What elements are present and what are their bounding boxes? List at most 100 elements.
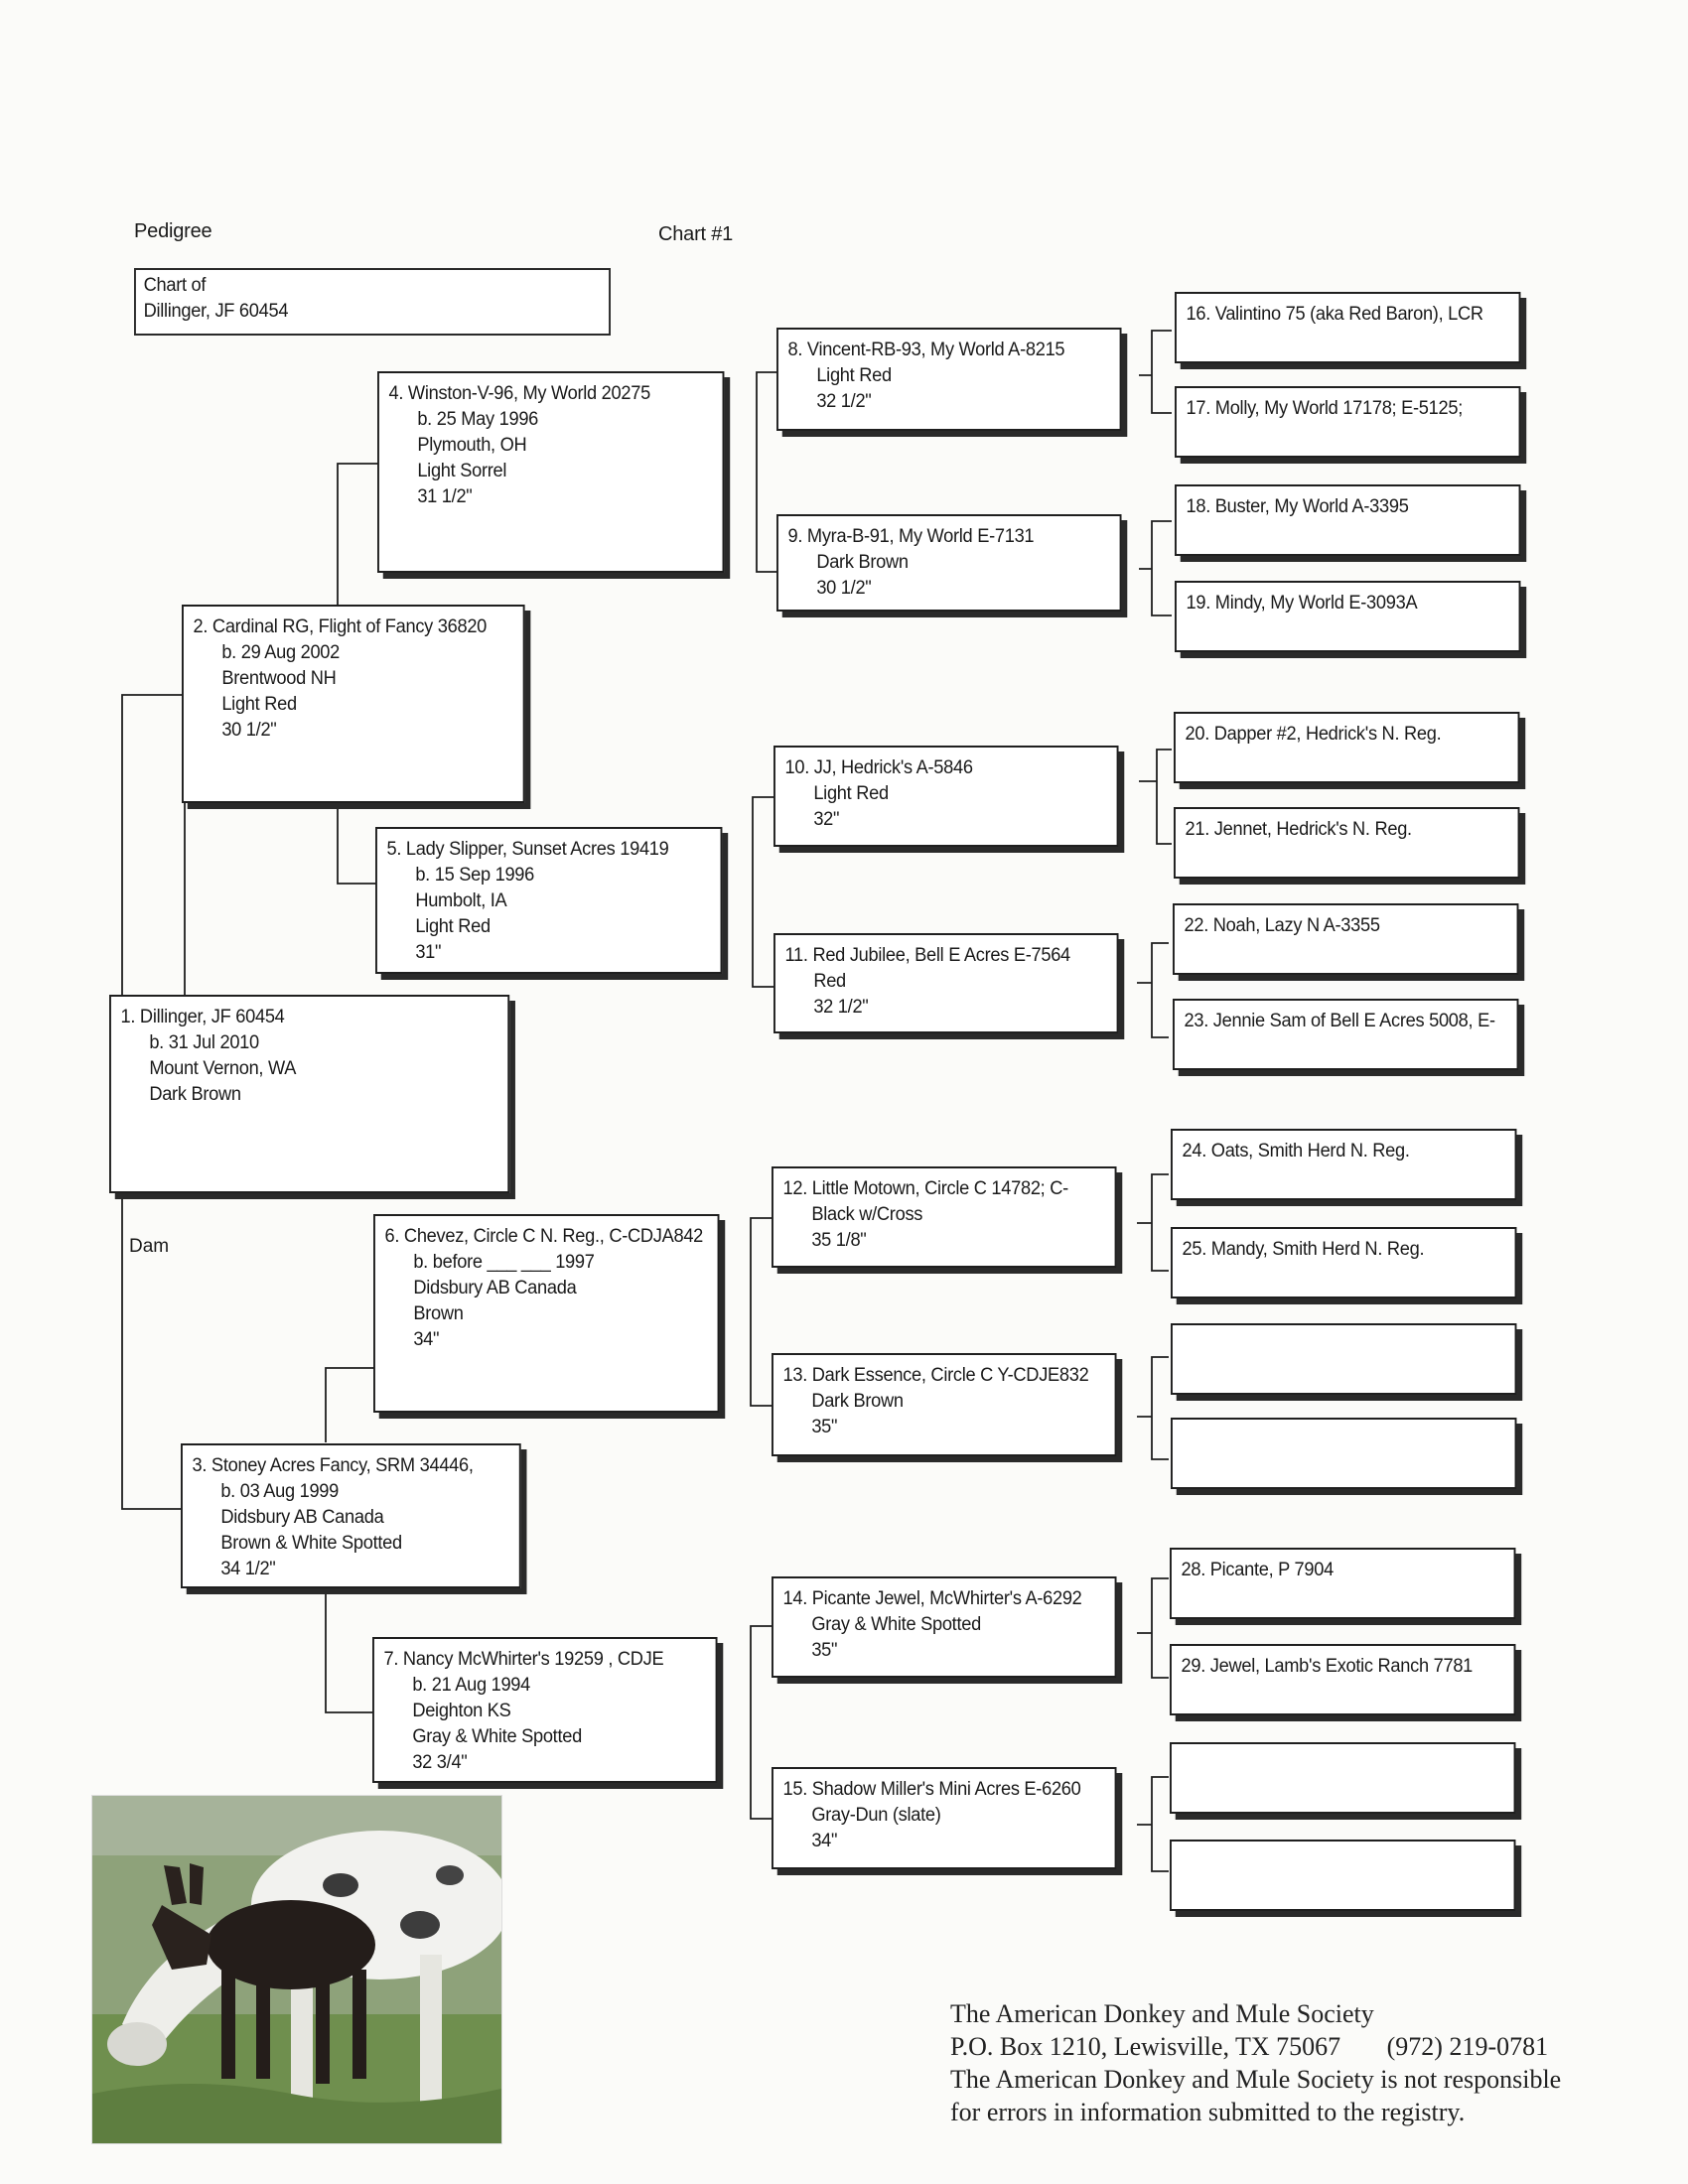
chart-of-label: Chart of xyxy=(143,275,207,296)
animal-18-box: 18. Buster, My World A-3395 xyxy=(1175,484,1521,556)
animal-15-name: 15. Shadow Miller's Mini Acres E-6260 xyxy=(782,1779,1081,1800)
animal-22-box: 22. Noah, Lazy N A-3355 xyxy=(1173,903,1519,975)
animal-16-box: 16. Valintino 75 (aka Red Baron), LCR xyxy=(1175,292,1521,363)
animal-23-box: 23. Jennie Sam of Bell E Acres 5008, E- xyxy=(1173,999,1519,1070)
animal-6-name: 6. Chevez, Circle C N. Reg., C-CDJA842 xyxy=(384,1226,704,1247)
animal-6-height: 34" xyxy=(413,1329,440,1350)
animal-5-color: Light Red xyxy=(415,916,491,937)
animal-11-name: 11. Red Jubilee, Bell E Acres E-7564 xyxy=(784,945,1071,966)
animal-21-name: 21. Jennet, Hedrick's N. Reg. xyxy=(1185,819,1413,840)
footer-disclaimer-2: for errors in information submitted to t… xyxy=(950,2098,1466,2126)
animal-7-box: 7. Nancy McWhirter's 19259 , CDJE b. 21 … xyxy=(372,1637,718,1783)
animal-1-birth: b. 31 Jul 2010 xyxy=(149,1032,259,1053)
animal-15-height: 34" xyxy=(811,1831,838,1851)
animal-9-name: 9. Myra-B-91, My World E-7131 xyxy=(787,526,1035,547)
animal-12-color: Black w/Cross xyxy=(811,1204,923,1225)
animal-11-color: Red xyxy=(813,971,846,992)
animal-18-name: 18. Buster, My World A-3395 xyxy=(1186,496,1409,517)
animal-2-name: 2. Cardinal RG, Flight of Fancy 36820 xyxy=(193,616,488,637)
animal-9-height: 30 1/2" xyxy=(816,578,872,599)
animal-1-name: 1. Dillinger, JF 60454 xyxy=(120,1007,285,1027)
footer-contact: P.O. Box 1210, Lewisville, TX 75067 (972… xyxy=(950,2030,1561,2063)
animal-4-height: 31 1/2" xyxy=(417,486,473,507)
footer-address: P.O. Box 1210, Lewisville, TX 75067 xyxy=(950,2032,1341,2061)
animal-4-color: Light Sorrel xyxy=(417,461,507,481)
animal-4-name: 4. Winston-V-96, My World 20275 xyxy=(388,383,651,404)
animal-23-name: 23. Jennie Sam of Bell E Acres 5008, E- xyxy=(1184,1011,1496,1031)
animal-1-box: 1. Dillinger, JF 60454 b. 31 Jul 2010 Mo… xyxy=(109,995,510,1193)
animal-17-name: 17. Molly, My World 17178; E-5125; xyxy=(1186,398,1464,419)
animal-7-color: Gray & White Spotted xyxy=(412,1726,582,1747)
animal-2-box: 2. Cardinal RG, Flight of Fancy 36820 b.… xyxy=(182,605,525,803)
animal-5-box: 5. Lady Slipper, Sunset Acres 19419 b. 1… xyxy=(375,827,723,974)
animal-24-box: 24. Oats, Smith Herd N. Reg. xyxy=(1171,1129,1517,1200)
chart-of-name: Dillinger, JF 60454 xyxy=(143,301,289,322)
footer-phone: (972) 219-0781 xyxy=(1386,2032,1549,2061)
animal-21-box: 21. Jennet, Hedrick's N. Reg. xyxy=(1174,807,1520,879)
animal-11-height: 32 1/2" xyxy=(813,997,869,1018)
animal-12-box: 12. Little Motown, Circle C 14782; C- Bl… xyxy=(772,1166,1117,1268)
animal-3-height: 34 1/2" xyxy=(220,1559,276,1579)
animal-26-box xyxy=(1171,1323,1517,1395)
animal-14-color: Gray & White Spotted xyxy=(811,1614,981,1635)
animal-28-name: 28. Picante, P 7904 xyxy=(1181,1560,1335,1580)
animal-29-box: 29. Jewel, Lamb's Exotic Ranch 7781 xyxy=(1170,1644,1516,1715)
footer: The American Donkey and Mule Society P.O… xyxy=(950,1997,1561,2128)
animal-3-color: Brown & White Spotted xyxy=(220,1533,402,1554)
animal-5-name: 5. Lady Slipper, Sunset Acres 19419 xyxy=(386,839,669,860)
animal-2-color: Light Red xyxy=(221,694,297,715)
animal-29-name: 29. Jewel, Lamb's Exotic Ranch 7781 xyxy=(1181,1656,1474,1677)
donkey-photo xyxy=(91,1795,502,2144)
animal-25-name: 25. Mandy, Smith Herd N. Reg. xyxy=(1182,1239,1425,1260)
animal-24-name: 24. Oats, Smith Herd N. Reg. xyxy=(1182,1141,1410,1161)
animal-2-place: Brentwood NH xyxy=(221,668,337,689)
animal-1-color: Dark Brown xyxy=(149,1084,241,1105)
dam-label: Dam xyxy=(129,1236,170,1257)
animal-19-name: 19. Mindy, My World E-3093A xyxy=(1186,593,1418,614)
animal-10-color: Light Red xyxy=(813,783,889,804)
animal-25-box: 25. Mandy, Smith Herd N. Reg. xyxy=(1171,1227,1517,1298)
animal-15-box: 15. Shadow Miller's Mini Acres E-6260 Gr… xyxy=(772,1767,1117,1869)
footer-org: The American Donkey and Mule Society xyxy=(950,1999,1374,2028)
animal-2-height: 30 1/2" xyxy=(221,720,277,741)
animal-5-place: Humbolt, IA xyxy=(415,890,507,911)
animal-6-color: Brown xyxy=(413,1303,464,1324)
animal-13-name: 13. Dark Essence, Circle C Y-CDJE832 xyxy=(782,1365,1089,1386)
animal-14-box: 14. Picante Jewel, McWhirter's A-6292 Gr… xyxy=(772,1576,1117,1678)
animal-4-box: 4. Winston-V-96, My World 20275 b. 25 Ma… xyxy=(377,371,725,573)
animal-7-birth: b. 21 Aug 1994 xyxy=(412,1675,531,1696)
animal-1-place: Mount Vernon, WA xyxy=(149,1058,297,1079)
animal-19-box: 19. Mindy, My World E-3093A xyxy=(1175,581,1521,652)
pedigree-label: Pedigree xyxy=(134,220,212,242)
animal-8-box: 8. Vincent-RB-93, My World A-8215 Light … xyxy=(776,328,1122,431)
animal-4-birth: b. 25 May 1996 xyxy=(417,409,539,430)
animal-7-height: 32 3/4" xyxy=(412,1752,468,1773)
animal-5-birth: b. 15 Sep 1996 xyxy=(415,865,535,886)
animal-7-place: Deighton KS xyxy=(412,1701,511,1721)
animal-13-height: 35" xyxy=(811,1417,838,1437)
animal-20-box: 20. Dapper #2, Hedrick's N. Reg. xyxy=(1174,712,1520,783)
animal-22-name: 22. Noah, Lazy N A-3355 xyxy=(1184,915,1380,936)
animal-20-name: 20. Dapper #2, Hedrick's N. Reg. xyxy=(1185,724,1442,745)
chart-of-box: Chart of Dillinger, JF 60454 xyxy=(134,268,611,336)
animal-14-height: 35" xyxy=(811,1640,838,1661)
animal-7-name: 7. Nancy McWhirter's 19259 , CDJE xyxy=(383,1649,664,1670)
animal-3-birth: b. 03 Aug 1999 xyxy=(220,1481,340,1502)
footer-disclaimer-1: The American Donkey and Mule Society is … xyxy=(950,2065,1562,2094)
animal-14-name: 14. Picante Jewel, McWhirter's A-6292 xyxy=(782,1588,1082,1609)
animal-16-name: 16. Valintino 75 (aka Red Baron), LCR xyxy=(1186,304,1484,325)
animal-28-box: 28. Picante, P 7904 xyxy=(1170,1548,1516,1619)
animal-13-color: Dark Brown xyxy=(811,1391,904,1412)
animal-3-name: 3. Stoney Acres Fancy, SRM 34446, xyxy=(192,1455,474,1476)
animal-12-height: 35 1/8" xyxy=(811,1230,867,1251)
chart-number: Chart #1 xyxy=(658,223,734,245)
animal-2-birth: b. 29 Aug 2002 xyxy=(221,642,341,663)
animal-10-height: 32" xyxy=(813,809,840,830)
animal-8-name: 8. Vincent-RB-93, My World A-8215 xyxy=(787,340,1065,360)
animal-31-box xyxy=(1170,1840,1516,1911)
animal-6-box: 6. Chevez, Circle C N. Reg., C-CDJA842 b… xyxy=(373,1214,720,1413)
animal-17-box: 17. Molly, My World 17178; E-5125; xyxy=(1175,386,1521,458)
animal-6-birth: b. before ___ ___ 1997 xyxy=(413,1252,595,1273)
